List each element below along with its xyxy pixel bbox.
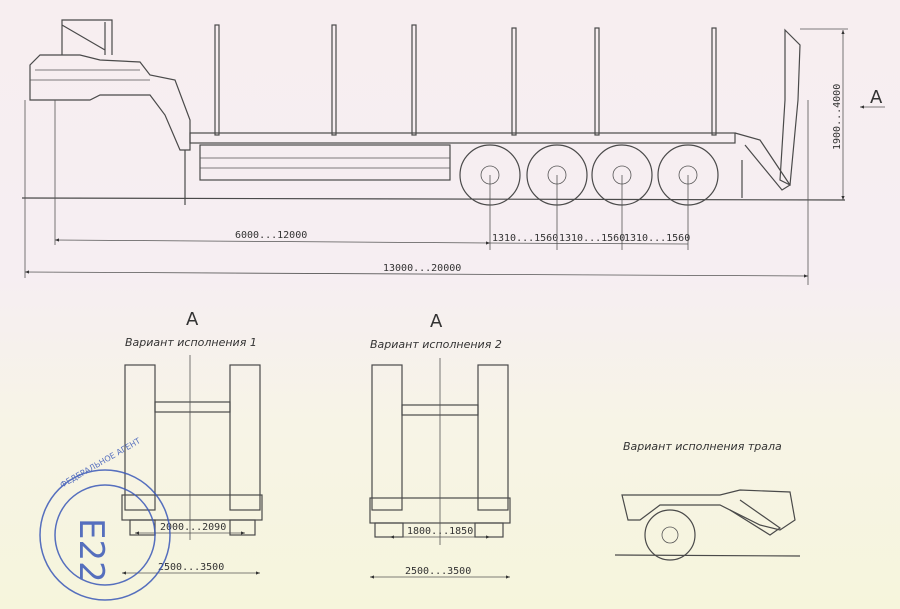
stakes	[214, 24, 717, 136]
variant-1-view-label: A	[186, 309, 199, 330]
dim-overall: 13000...20000	[383, 263, 461, 274]
variant-2-title: Вариант исполнения 2	[370, 338, 502, 351]
dim-axle-2: 1310...1560	[559, 233, 625, 244]
svg-text:ФЕДЕРАЛЬНОЕ АГЕНТ: ФЕДЕРАЛЬНОЕ АГЕНТ	[59, 436, 143, 489]
variant-2-view: A Вариант исполнения 2 1800...1850 2500.…	[369, 311, 511, 579]
variant-1-title: Вариант исполнения 1	[125, 336, 257, 349]
dim-axle-1: 1310...1560	[492, 233, 558, 244]
dim-axle-3: 1310...1560	[624, 233, 690, 244]
tral-variant: Вариант исполнения трала	[614, 440, 801, 561]
crane	[61, 19, 113, 55]
variant-1-dim-inner: 2000...2090	[160, 522, 226, 533]
variant-1-dim-outer: 2500...3500	[158, 562, 224, 573]
dim-base: 6000...12000	[235, 230, 307, 241]
tral-title: Вариант исполнения трала	[623, 440, 782, 453]
variant-2-view-label: A	[430, 311, 443, 332]
gooseneck	[29, 54, 191, 151]
view-marker: A	[870, 87, 883, 108]
ramp	[779, 28, 801, 186]
side-view: 6000...12000 1310...1560 1310...1560 131…	[21, 19, 885, 285]
deck	[189, 132, 736, 144]
variant-2-dim-outer: 2500...3500	[405, 566, 471, 577]
stamp-code: Е22	[71, 518, 111, 583]
ground-line	[21, 197, 846, 201]
wheels	[459, 144, 719, 206]
frame	[199, 144, 451, 181]
dim-height: 1900...4000	[832, 84, 843, 150]
variant-1-view: A Вариант исполнения 1 2000...2090 2500.…	[121, 309, 263, 575]
certification-stamp: ФЕДЕРАЛЬНОЕ АГЕНТ Е22	[39, 436, 171, 601]
variant-2-dim-inner: 1800...1850	[407, 526, 473, 537]
